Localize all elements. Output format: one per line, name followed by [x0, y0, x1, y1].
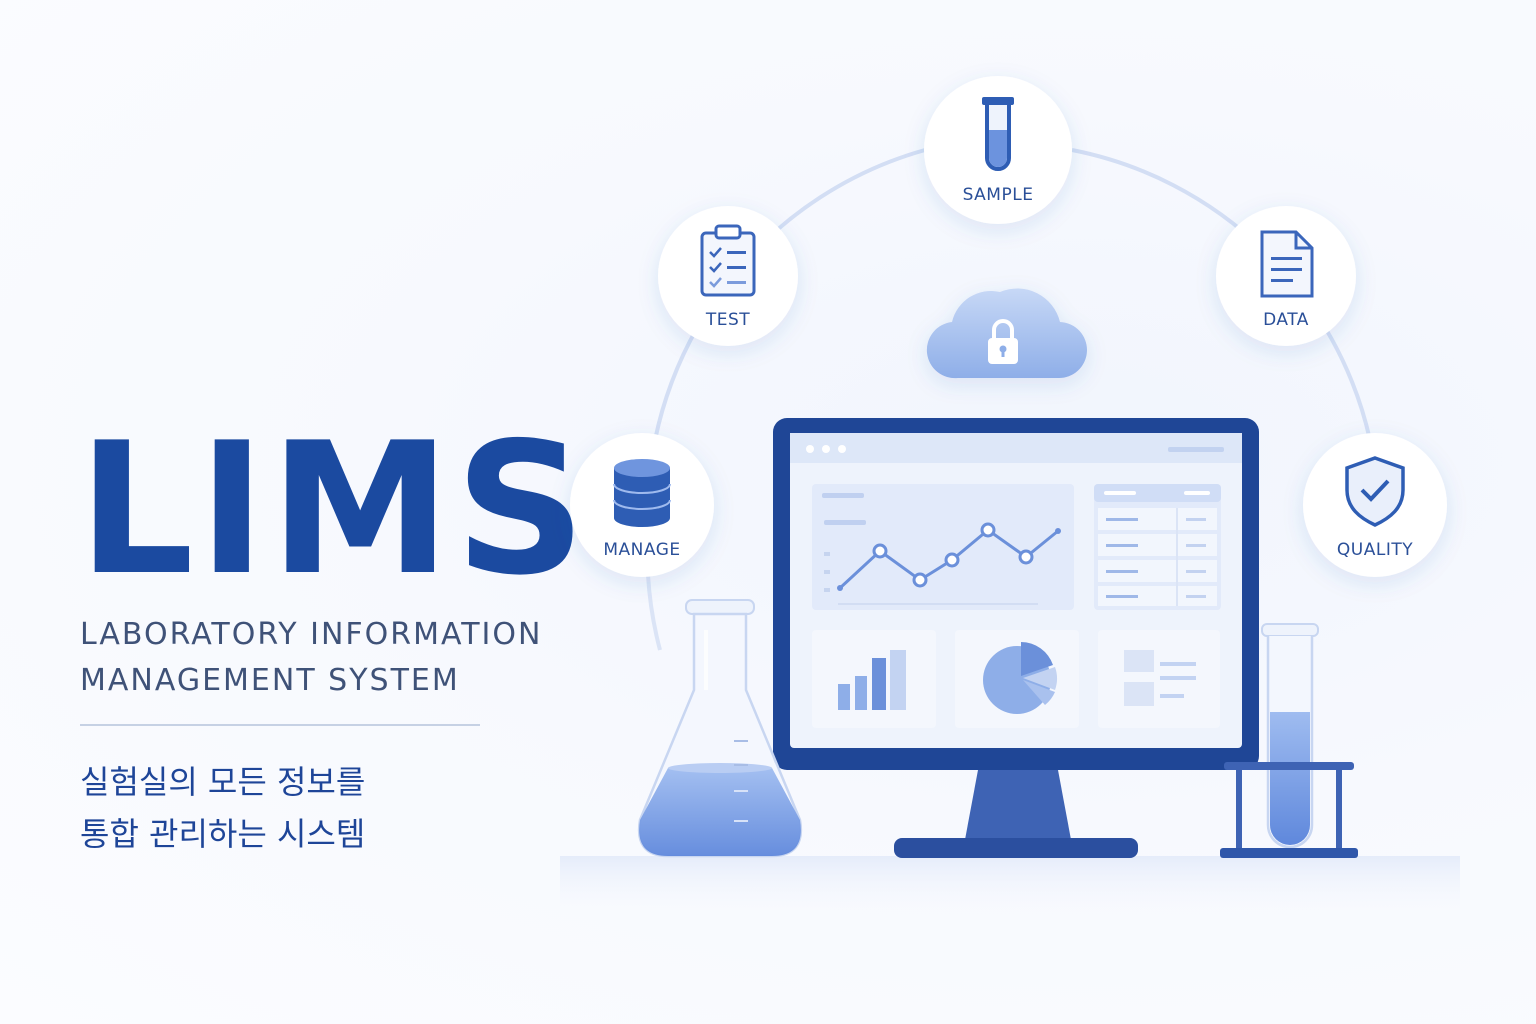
- hero-subtitle: LABORATORY INFORMATION MANAGEMENT SYSTEM: [80, 612, 542, 704]
- screen-layout-panel: [1098, 630, 1220, 728]
- tube-rack: [1220, 623, 1358, 858]
- window-dot-2: [822, 445, 830, 453]
- test-tube-icon: [982, 97, 1014, 171]
- screen-titlebar: [790, 433, 1242, 463]
- node-test-label: TEST: [705, 310, 750, 330]
- screen-bar-chart-panel: [812, 630, 936, 728]
- node-manage-label: MANAGE: [603, 540, 680, 560]
- window-dot-1: [806, 445, 814, 453]
- node-quality: QUALITY: [1303, 433, 1447, 577]
- flask: [637, 599, 803, 858]
- node-data: DATA: [1216, 206, 1356, 346]
- database-icon: [613, 459, 671, 527]
- subtitle-line-2: MANAGEMENT SYSTEM: [80, 663, 460, 698]
- screen-pie-chart-panel: [955, 630, 1079, 728]
- node-sample: SAMPLE: [924, 76, 1072, 224]
- subtitle-line-1: LABORATORY INFORMATION: [80, 617, 543, 652]
- clipboard-checklist-icon: [700, 224, 756, 297]
- node-data-label: DATA: [1263, 310, 1309, 330]
- korean-tagline: 실험실의 모든 정보를 통합 관리하는 시스템: [80, 756, 365, 860]
- monitor-neck: [964, 770, 1072, 845]
- document-icon: [1260, 230, 1314, 298]
- screen-line-chart-panel: [812, 484, 1074, 610]
- hero-title: LIMS: [78, 403, 590, 615]
- node-test: TEST: [658, 206, 798, 346]
- node-sample-label: SAMPLE: [963, 185, 1034, 205]
- screen-table-panel: [1094, 484, 1221, 610]
- shield-check-icon: [1345, 456, 1405, 527]
- connector-arc-tail: [646, 574, 662, 651]
- node-manage: MANAGE: [570, 433, 714, 577]
- monitor-base: [894, 838, 1138, 858]
- window-dot-3: [838, 445, 846, 453]
- korean-line-2: 통합 관리하는 시스템: [80, 815, 366, 853]
- divider: [80, 724, 480, 726]
- monitor: [773, 418, 1259, 858]
- cloud-lock-icon: [926, 288, 1087, 379]
- node-quality-label: QUALITY: [1337, 540, 1413, 560]
- floor-shadow: [560, 856, 1460, 916]
- titlebar-bar: [1168, 447, 1224, 452]
- korean-line-1: 실험실의 모든 정보를: [80, 763, 366, 801]
